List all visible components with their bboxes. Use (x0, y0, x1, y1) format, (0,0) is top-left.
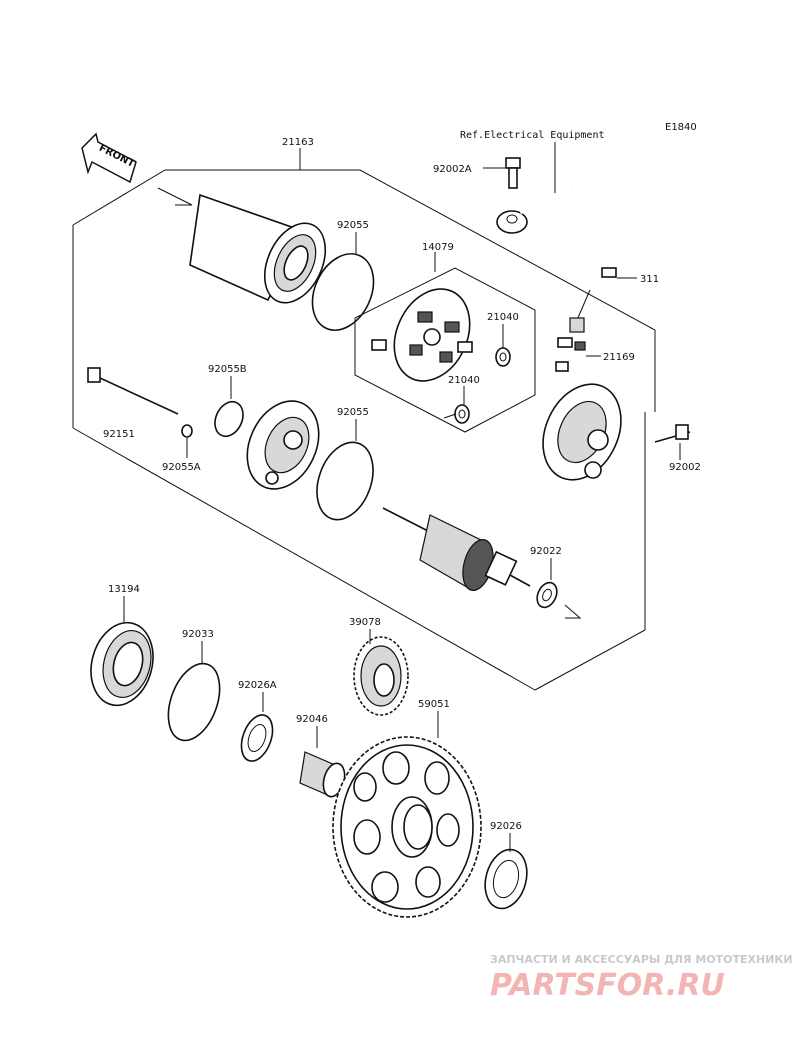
watermark-tagline: ЗАПЧАСТИ И АКСЕССУАРЫ ДЛЯ МОТОТЕХНИКИ (490, 953, 793, 966)
washer-92026 (484, 848, 528, 910)
watermark-logo: PARTSFOR.RU (490, 968, 725, 1003)
label-92151: 92151 (103, 429, 135, 440)
rear-end-cover (542, 383, 622, 481)
label-92055-top: 92055 (337, 220, 369, 231)
label-92002A: 92002A (433, 164, 472, 175)
needle-bearing-92046 (299, 751, 346, 798)
label-13194: 13194 (108, 584, 140, 595)
label-92026: 92026 (490, 821, 522, 832)
o-ring-92055A (181, 424, 193, 438)
label-311: 311 (640, 274, 659, 285)
front-end-cover (246, 400, 320, 490)
armature (382, 507, 531, 591)
label-92002: 92002 (669, 462, 701, 473)
washer-92026A (240, 714, 274, 762)
o-ring-92055-mid (316, 441, 374, 521)
label-21169: 21169 (603, 352, 635, 363)
idler-gear-39078 (353, 636, 409, 716)
o-ring-92055B (214, 400, 244, 438)
bolt-92002 (654, 424, 691, 443)
label-92022: 92022 (530, 546, 562, 557)
o-ring-92055-top (311, 253, 375, 331)
terminal-bolt-21169 (555, 289, 591, 372)
label-21163: 21163 (282, 137, 314, 148)
brush-spring-21040-b (443, 404, 470, 424)
bolt-92002A (505, 157, 521, 189)
brush-holder-box (354, 252, 536, 433)
brush-spring-21040-a (495, 347, 511, 367)
label-92055B: 92055B (208, 364, 247, 375)
ref-electrical-text: Ref.Electrical Equipment (460, 130, 605, 141)
diagram-code: E1840 (665, 122, 697, 133)
starter-gear-59051 (332, 736, 482, 918)
front-arrow-icon: FRONT (81, 132, 137, 184)
terminal-cable (496, 185, 574, 234)
label-21040-b: 21040 (448, 375, 480, 386)
circlip-92033 (167, 662, 221, 742)
label-92033: 92033 (182, 629, 214, 640)
label-14079: 14079 (422, 242, 454, 253)
label-92046: 92046 (296, 714, 328, 725)
label-92026A: 92026A (238, 680, 277, 691)
label-21040-a: 21040 (487, 312, 519, 323)
label-92055A: 92055A (162, 462, 201, 473)
starter-yoke (189, 193, 327, 304)
washer-92022 (536, 581, 558, 609)
starter-clutch-13194 (90, 621, 154, 707)
label-92055-mid: 92055 (337, 407, 369, 418)
starter-assembly-outline (72, 148, 656, 691)
brush-plate (371, 288, 473, 382)
nut-311 (601, 267, 617, 278)
through-bolt-92151 (87, 367, 179, 415)
label-39078: 39078 (349, 617, 381, 628)
label-59051: 59051 (418, 699, 450, 710)
